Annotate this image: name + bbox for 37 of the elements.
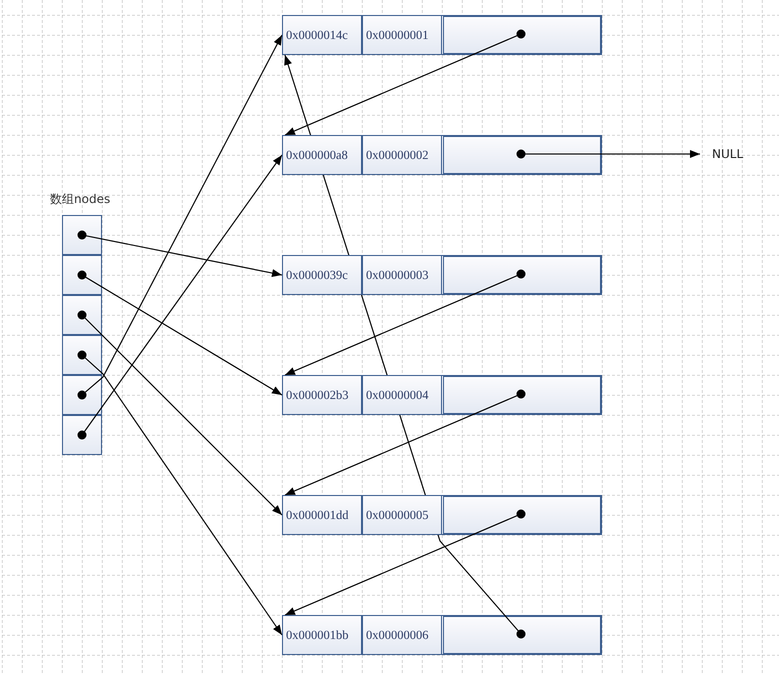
pointer-field (443, 256, 601, 294)
value-field: 0x00000001 (362, 15, 442, 55)
address-field: 0x000000a8 (282, 135, 362, 175)
array-heading: 数组nodes (50, 191, 110, 208)
pointer-arrow (78, 34, 282, 400)
pointer-field (443, 376, 601, 414)
array-slot (62, 415, 102, 455)
pointer-arrow (284, 30, 526, 136)
address-field: 0x000001bb (282, 615, 362, 655)
address-field: 0x0000039c (282, 255, 362, 295)
pointer-arrow (78, 350, 282, 636)
pointer-arrow (516, 150, 700, 158)
value-field: 0x00000005 (362, 495, 442, 535)
value-field: 0x00000004 (362, 375, 442, 415)
pointer-arrow (284, 390, 526, 496)
array-slot (62, 255, 102, 295)
address-field: 0x0000014c (282, 15, 362, 55)
address-field: 0x000001dd (282, 495, 362, 535)
pointer-arrow (284, 510, 526, 616)
null-label: NULL (704, 146, 744, 162)
array-slot (62, 295, 102, 335)
address-field: 0x000002b3 (282, 375, 362, 415)
pointer-field (443, 496, 601, 534)
pointer-arrow (78, 154, 282, 440)
value-field: 0x00000003 (362, 255, 442, 295)
pointer-arrow (284, 270, 526, 376)
array-slot (62, 215, 102, 255)
pointer-arrow (78, 270, 282, 396)
value-field: 0x00000006 (362, 615, 442, 655)
array-slot (62, 335, 102, 375)
pointer-field (443, 16, 601, 54)
pointer-arrow (78, 230, 282, 277)
pointer-field (443, 616, 601, 654)
array-slot (62, 375, 102, 415)
value-field: 0x00000002 (362, 135, 442, 175)
pointer-field (443, 136, 601, 174)
pointer-arrow (78, 310, 282, 516)
